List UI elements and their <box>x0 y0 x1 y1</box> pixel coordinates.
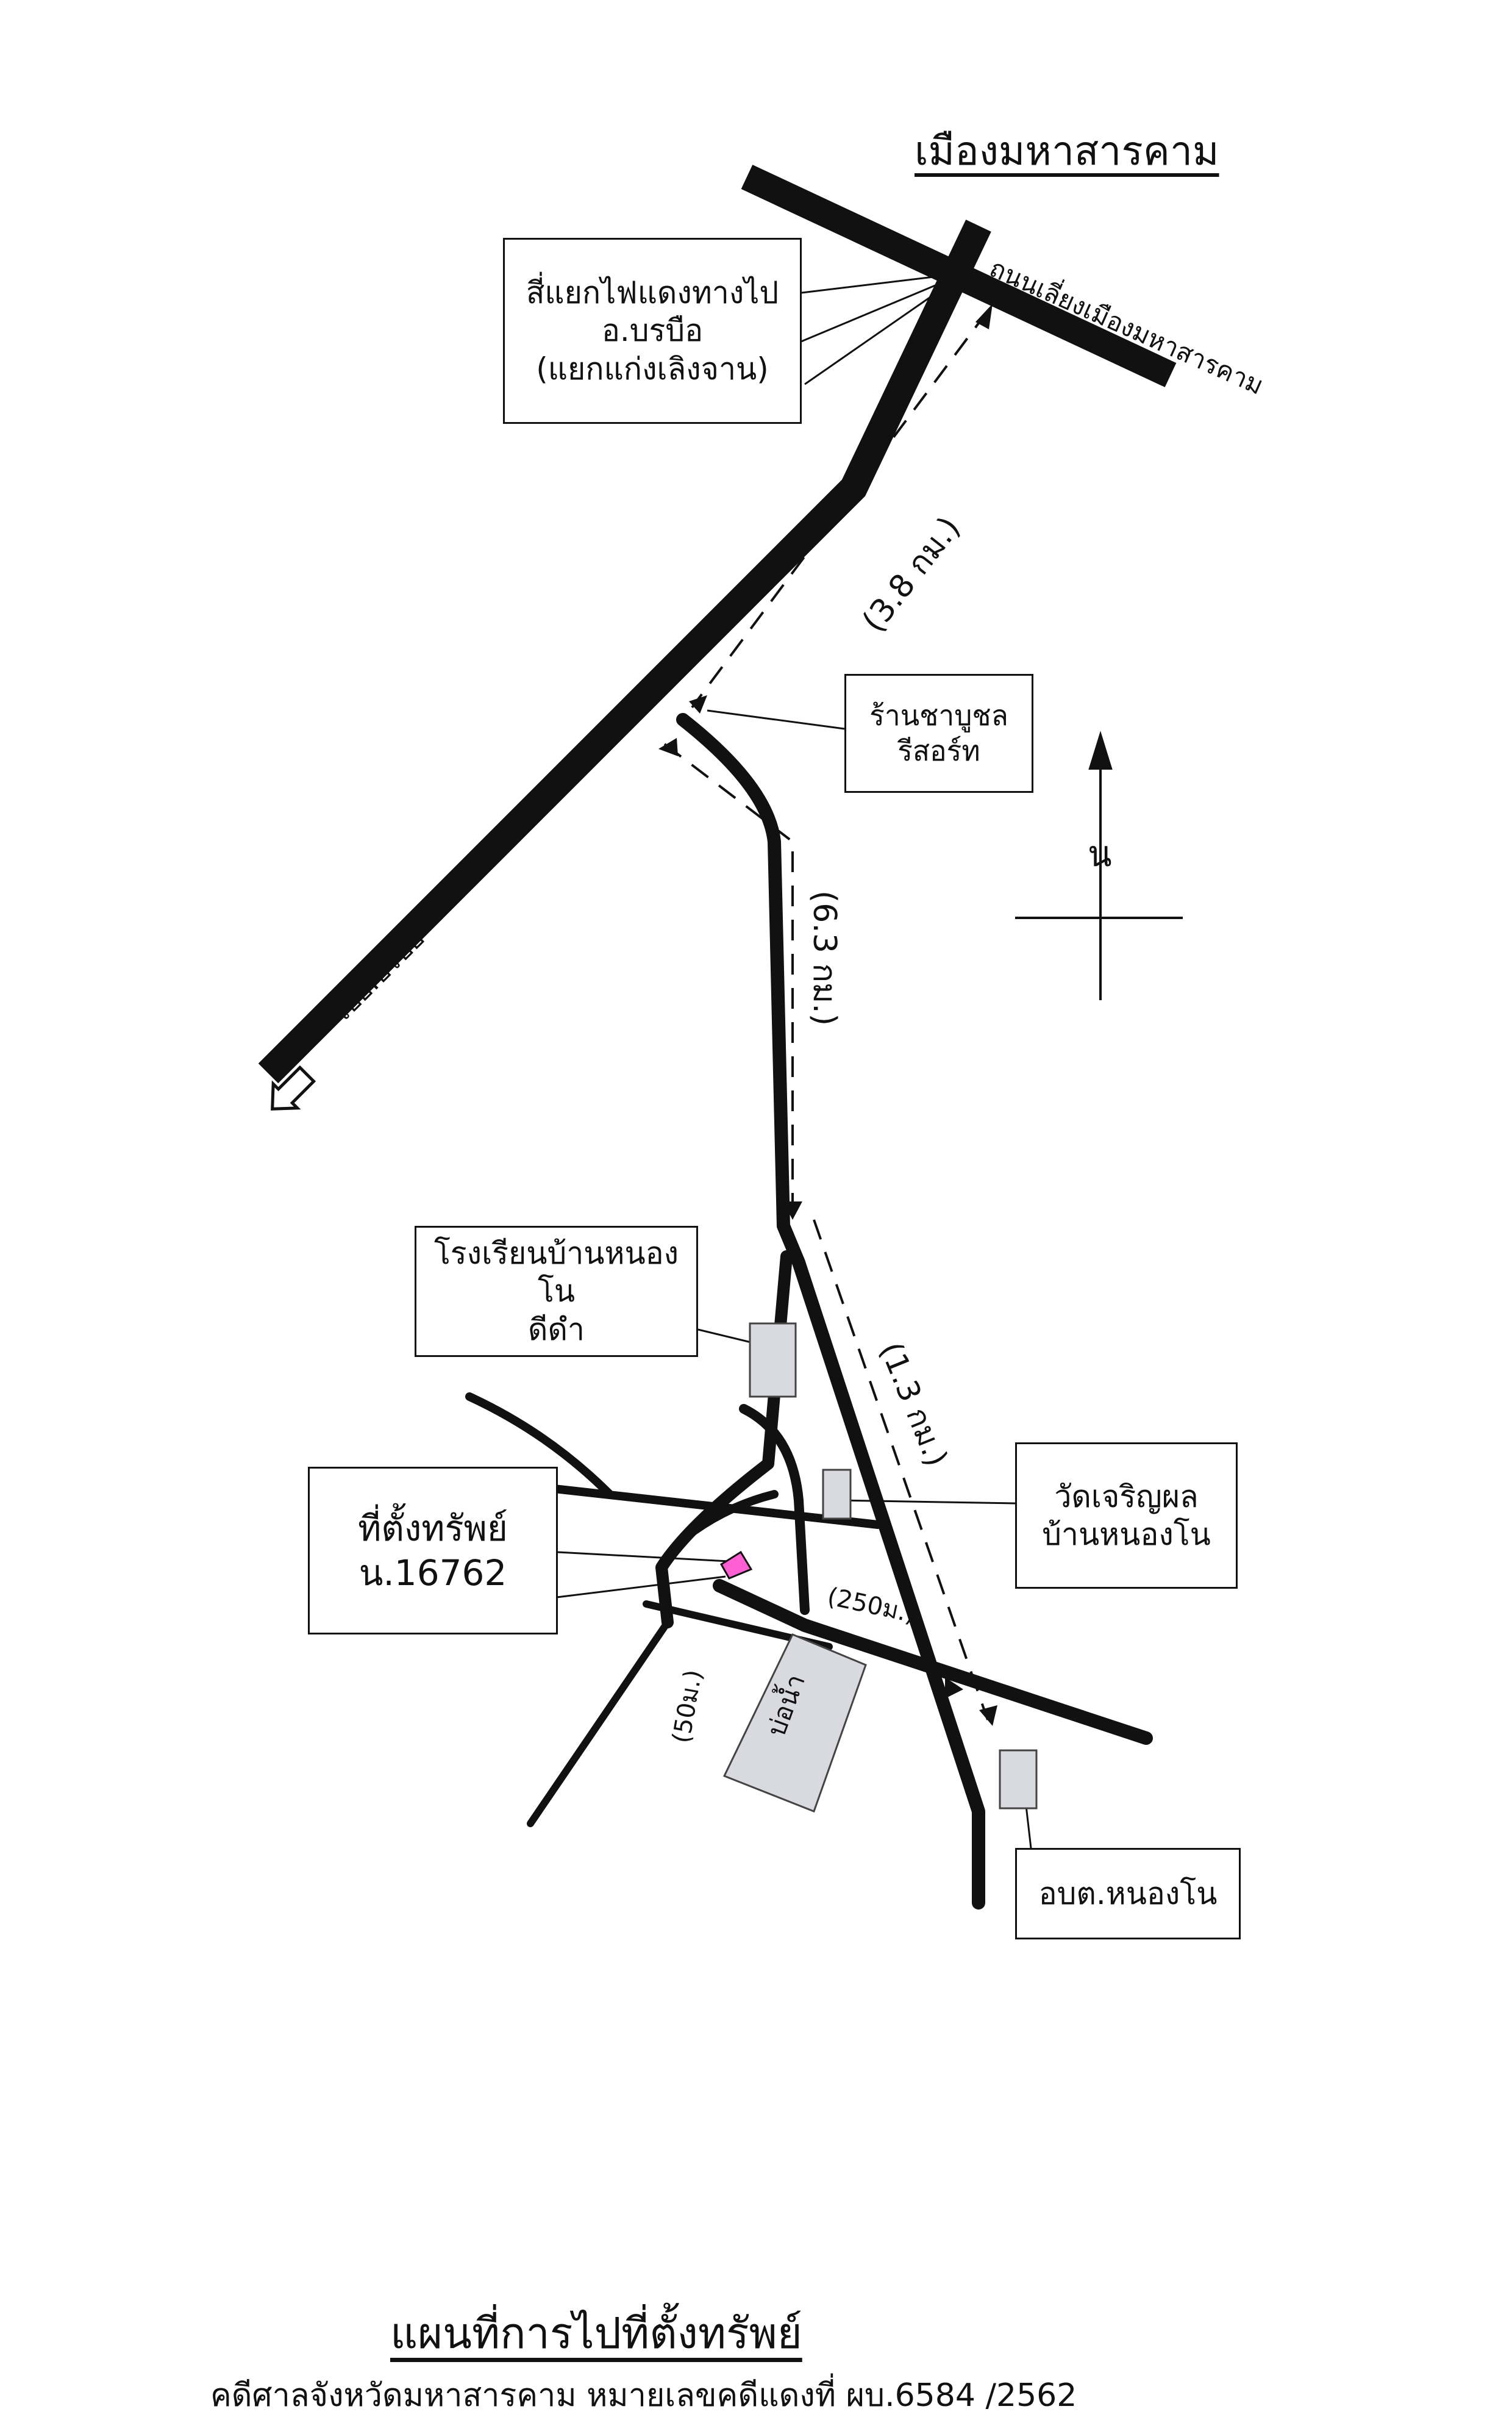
distance-38: (3.8 กม.) <box>855 510 968 639</box>
property-parcel <box>719 1550 753 1580</box>
school-building <box>749 1322 797 1398</box>
intersection-line-3: (แยกแก่งเลิงจาน) <box>536 351 769 387</box>
local-roads <box>465 713 1153 1910</box>
pond <box>722 1633 867 1813</box>
shop-line-2: รีสอร์ท <box>897 734 980 767</box>
to-borabue-label: ไปอ.บรบือ <box>323 923 431 1031</box>
temple-building <box>822 1469 852 1520</box>
temple-callout: วัดเจริญผล บ้านหนองโน <box>1015 1442 1238 1589</box>
arrow-38 <box>975 304 993 329</box>
arrow-250 <box>945 1677 963 1699</box>
route-13 <box>813 1219 989 1720</box>
property-callout: ที่ตั้งทรัพย์ น.16762 <box>308 1467 558 1634</box>
route-38 <box>691 310 989 709</box>
property-line-1: ที่ตั้งทรัพย์ <box>358 1508 508 1549</box>
school-callout: โรงเรียนบ้านหนองโน ดีดำ <box>415 1226 698 1357</box>
road-nw <box>465 1392 614 1498</box>
shop-line-1: ร้านชาบูชล <box>869 699 1008 732</box>
arrow-branch <box>658 738 678 756</box>
intersection-line-2: อ.บรบือ <box>601 313 704 349</box>
property-line-2: น.16762 <box>358 1552 507 1594</box>
leader-intersection <box>786 273 955 385</box>
arrow-shop <box>689 695 707 714</box>
road-school-south <box>655 1250 793 1628</box>
leader-property <box>551 1551 729 1599</box>
road-inner <box>682 1490 779 1541</box>
leader-shop <box>707 709 845 730</box>
arrow-13 <box>979 1705 997 1726</box>
sao-building <box>999 1749 1038 1810</box>
dashed-routes <box>663 310 989 1720</box>
city-title: เมืองมหาสารคาม <box>915 127 1219 174</box>
sao-callout: อบต.หนองโน <box>1015 1848 1241 1939</box>
arrow-63 <box>783 1201 802 1220</box>
temple-line-1: วัดเจริญผล <box>1054 1478 1199 1514</box>
case-reference: คดีศาลจังหวัดมหาสารคาม หมายเลขคดีแดงที่ … <box>210 2377 1077 2414</box>
school-line-1: โรงเรียนบ้านหนองโน <box>433 1235 679 1309</box>
route-63 <box>663 743 794 1214</box>
buildings <box>719 1322 1038 1813</box>
intersection-callout: สี่แยกไฟแดงทางไป อ.บรบือ (แยกแก่งเลิงจาน… <box>503 238 802 424</box>
map-title: แผนที่การไปที่ตั้งทรัพย์ <box>390 2308 802 2358</box>
distance-63: (6.3 กม.) <box>806 890 843 1026</box>
leader-temple <box>838 1499 1016 1505</box>
sao-line-1: อบต.หนองโน <box>1038 1875 1218 1911</box>
road-loop <box>739 1404 810 1615</box>
road-to-sw <box>527 1619 671 1827</box>
north-arrow-icon <box>1088 731 1113 770</box>
road-east <box>713 1579 1153 1745</box>
to-borabue-arrow-icon <box>271 1065 316 1111</box>
shop-callout: ร้านชาบูชล รีสอร์ท <box>844 674 1033 793</box>
highway-to-borabue <box>258 220 991 1084</box>
branch-road <box>676 713 985 1910</box>
main-roads <box>258 165 1177 1084</box>
leader-lines <box>551 273 1035 1870</box>
school-line-2: ดีดำ <box>527 1311 585 1347</box>
temple-line-2: บ้านหนองโน <box>1042 1517 1211 1552</box>
compass <box>1015 731 1183 1000</box>
distance-50: (50ม.) <box>668 1667 708 1745</box>
north-label: น <box>1088 833 1112 875</box>
route-arrows <box>658 304 997 1726</box>
intersection-line-1: สี่แยกไฟแดงทางไป <box>526 274 779 310</box>
distance-13: (1.3 กม.) <box>873 1337 955 1472</box>
road-main-label: ถนนเลี่ยงเมืองมหาสารคาม <box>985 251 1269 401</box>
